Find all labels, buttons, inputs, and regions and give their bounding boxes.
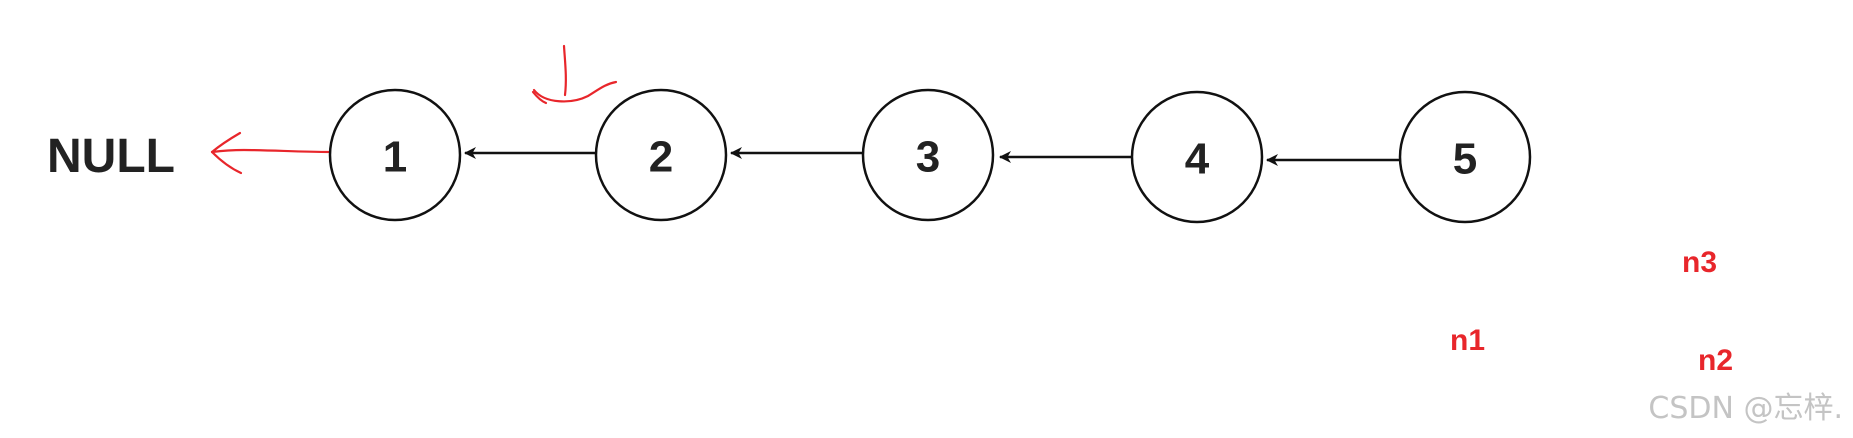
null-label: NULL <box>47 130 175 183</box>
node-label: 2 <box>649 133 673 182</box>
list-node-4: 4 <box>1130 90 1264 224</box>
red-break-mark <box>531 44 618 105</box>
list-node-5: 5 <box>1398 90 1532 224</box>
watermark: CSDN @忘梓. <box>1648 391 1843 426</box>
list-node-2: 2 <box>594 88 728 222</box>
pointer-label-n3: n3 <box>1682 246 1717 279</box>
red-arrow-to-null <box>210 131 332 175</box>
node-label: 3 <box>916 133 940 182</box>
list-node-1: 1 <box>328 88 462 222</box>
list-node-3: 3 <box>861 88 995 222</box>
node-label: 4 <box>1185 135 1210 184</box>
pointer-label-n2: n2 <box>1698 344 1733 377</box>
pointer-label-n1: n1 <box>1450 324 1485 357</box>
node-label: 1 <box>383 133 407 182</box>
node-label: 5 <box>1453 135 1477 184</box>
